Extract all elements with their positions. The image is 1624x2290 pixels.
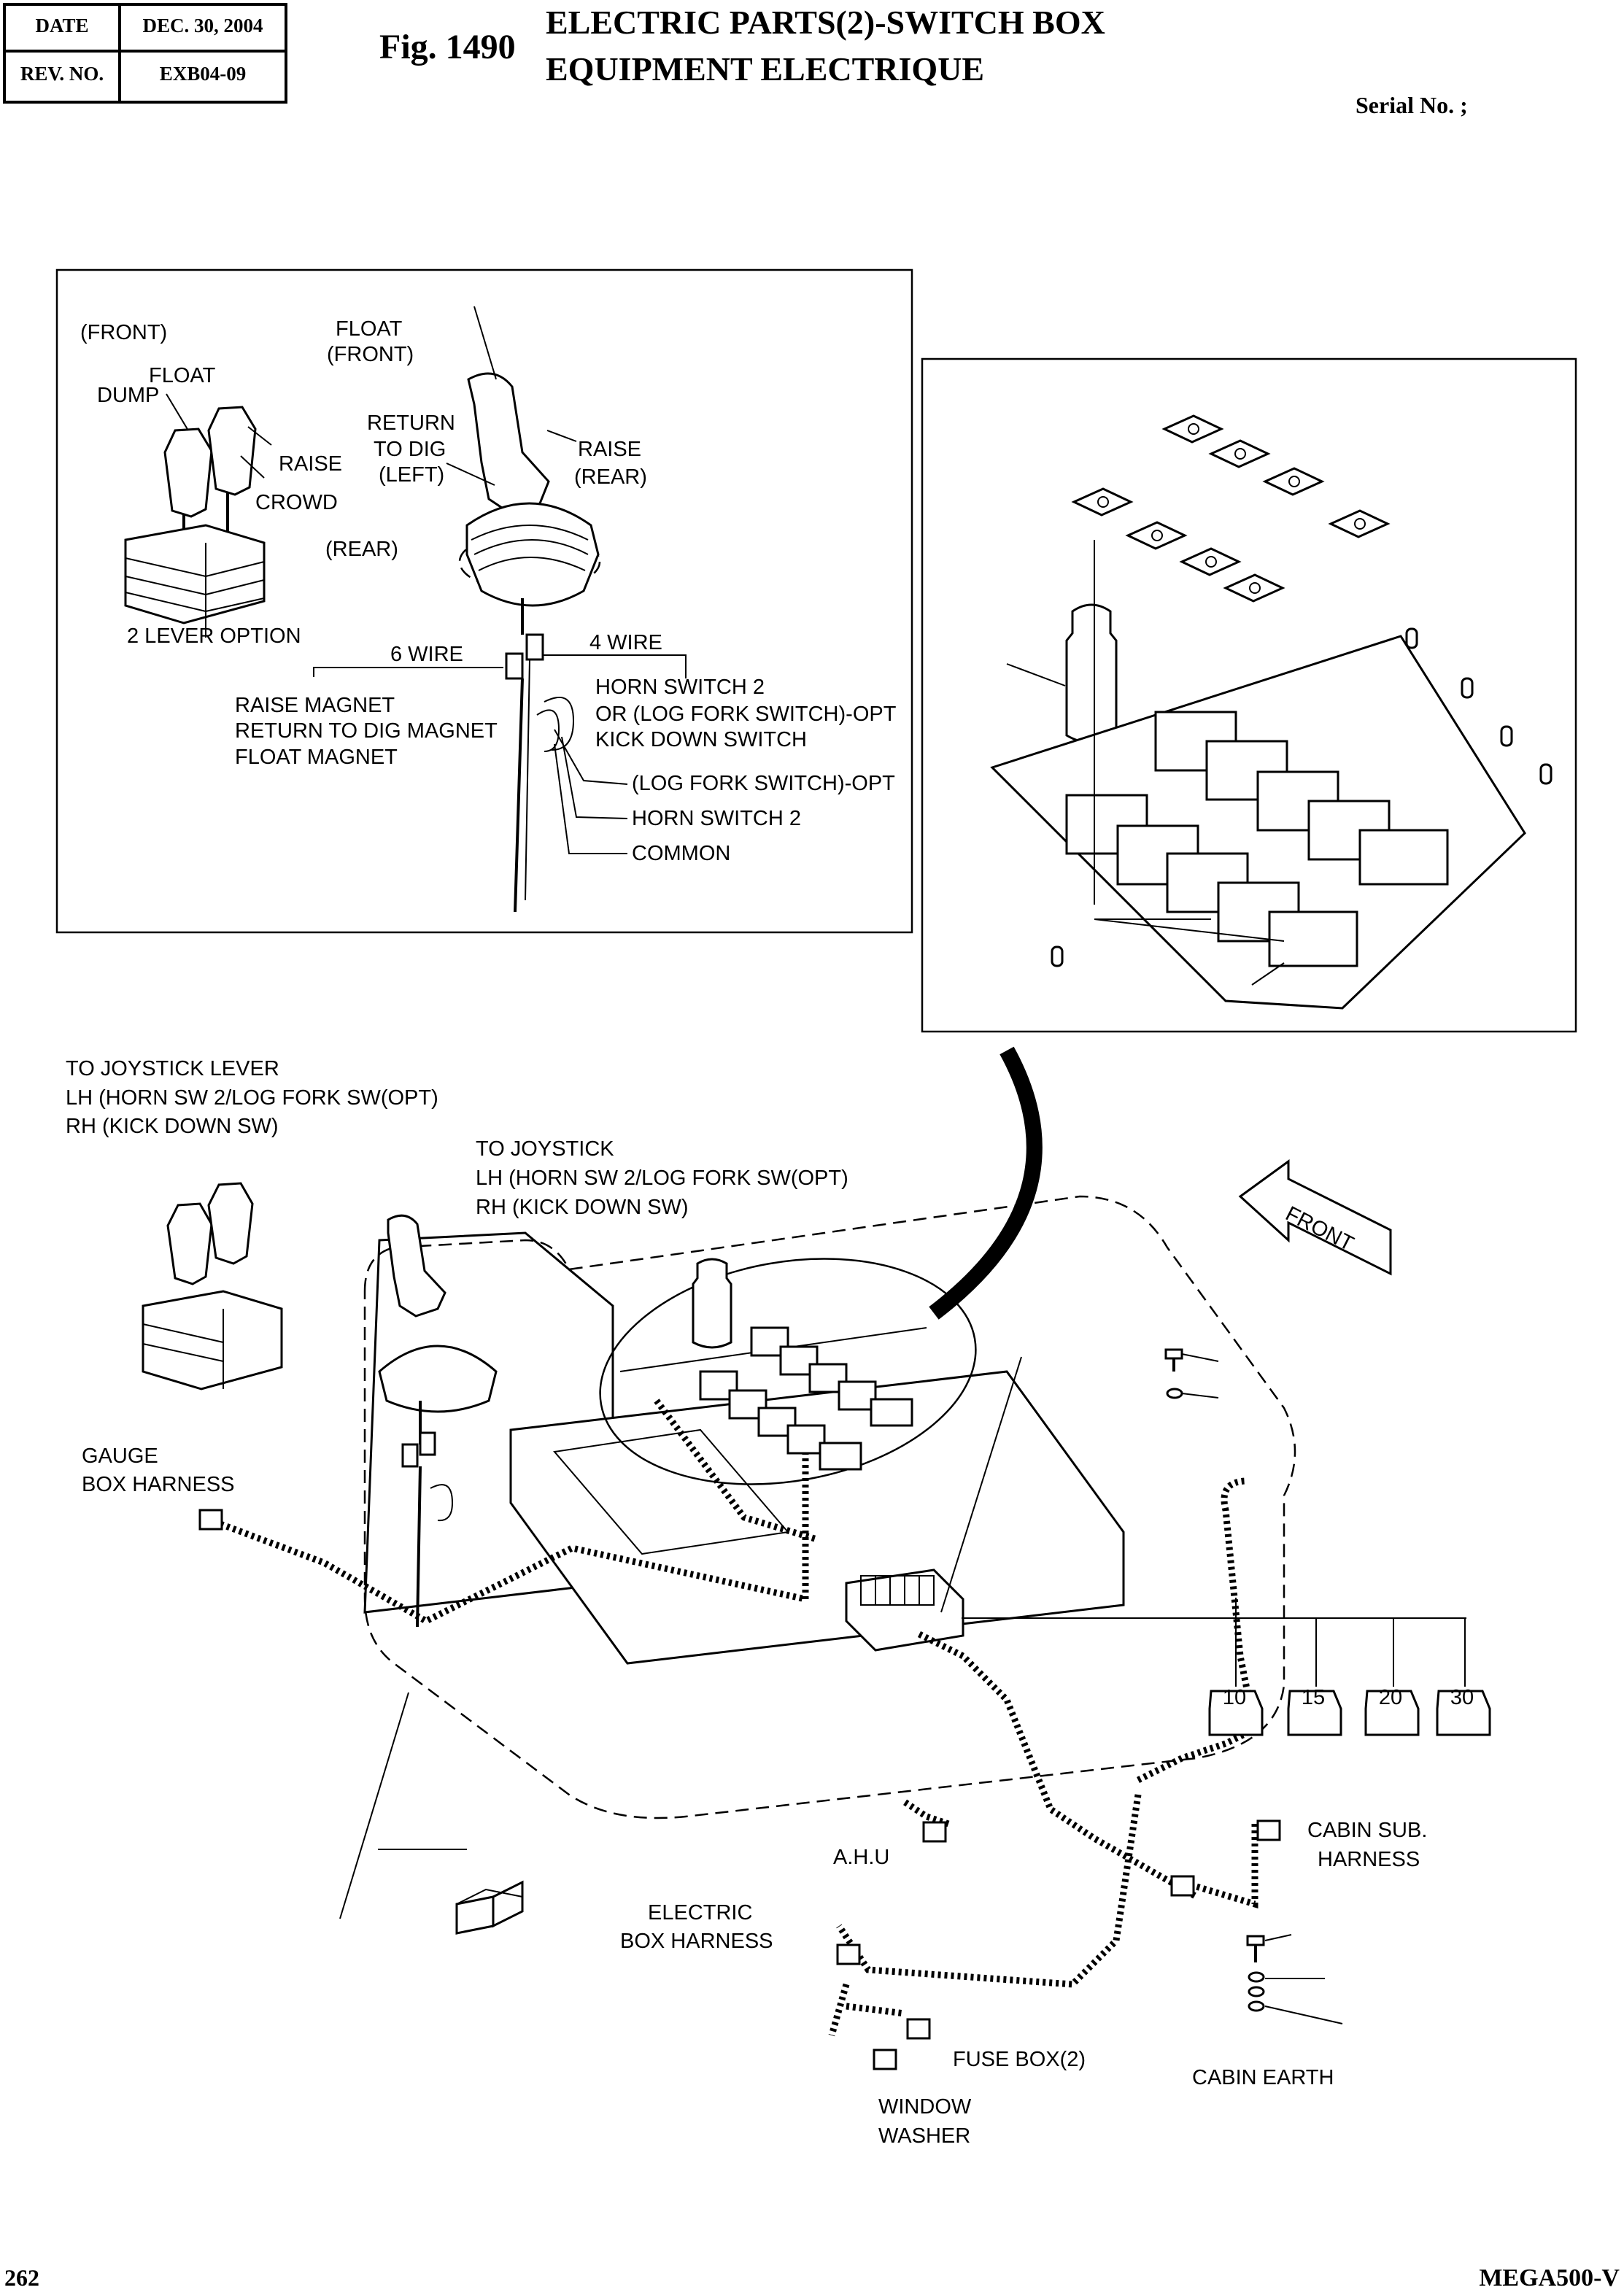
model-name: MEGA500-V [1479,2264,1620,2290]
label-window-washer-1: WINDOW [878,2095,972,2119]
page-number: 262 [4,2264,39,2290]
label-four-wire: 4 WIRE [589,631,662,654]
label-lh-lever: LH (HORN SW 2/LOG FORK SW(OPT) [66,1086,438,1110]
two-lever-drawing [124,393,272,638]
joystick-drawing [446,306,601,913]
switch-symbol-icons [1071,414,1391,603]
label-lh-joy: LH (HORN SW 2/LOG FORK SW(OPT) [476,1167,848,1190]
label-horn-switch-b: HORN SWITCH 2 [632,807,801,830]
label-float-joy: FLOAT [336,317,403,341]
label-dump: DUMP [97,384,159,407]
label-six-wire: 6 WIRE [390,643,463,666]
label-return-line2: TO DIG [374,438,446,461]
label-raise-2lever: RAISE [279,452,342,476]
label-return-line3: (LEFT) [379,463,444,487]
rev-value: EXB04-09 [160,63,247,85]
label-log-fork-b: (LOG FORK SWITCH)-OPT [632,772,895,795]
joystick-detail-panel: (FRONT) FLOAT DUMP RAISE CROWD (REAR) 2 … [55,268,913,934]
rocker-switch-array [1065,711,1449,967]
fuse-15: 15 [1287,1686,1342,1736]
label-cabin-earth: CABIN EARTH [1192,2066,1334,2089]
label-electric-box-1: ELECTRIC [648,1901,752,1925]
label-fuse-box: FUSE BOX(2) [953,2048,1086,2071]
label-front: (FRONT) [80,321,167,344]
rev-label: REV. NO. [20,63,104,85]
fuse-20-label: 20 [1379,1686,1402,1709]
fuse-15-label: 15 [1302,1686,1325,1709]
label-window-washer-2: WASHER [878,2124,970,2148]
label-raise-magnet: RAISE MAGNET [235,694,395,717]
detail-callout-arc [929,1046,1043,1320]
label-front-joy: (FRONT) [327,343,414,366]
indicator-bulbs [1051,627,1553,967]
label-rh-joy: RH (KICK DOWN SW) [476,1196,689,1219]
fuse-bracket [962,1598,1466,1687]
label-rear-joy: (REAR) [574,465,647,489]
serial-number-label: Serial No. ; [1356,92,1468,118]
page-title-line2: EQUIPMENT ELECTRIQUE [546,50,984,88]
fuse-10: 10 [1208,1686,1264,1736]
label-horn-switch-a: HORN SWITCH 2 [595,676,765,699]
switch-panel-detail [921,357,1577,1033]
wiring-harnesses [198,1399,1281,2070]
label-cabin-sub-2: HARNESS [1318,1848,1420,1871]
label-kick-down: KICK DOWN SWITCH [595,728,807,751]
front-direction-arrow: FRONT [1238,1159,1392,1276]
main-two-lever [142,1182,283,1390]
label-return-line1: RETURN [367,411,455,435]
fuse-20: 20 [1364,1686,1420,1736]
fuse-30-label: 30 [1450,1686,1474,1709]
label-common: COMMON [632,842,730,865]
figure-number: Fig. 1490 [379,28,516,66]
fuse-30: 30 [1436,1686,1491,1736]
label-cabin-sub-1: CABIN SUB. [1307,1819,1427,1842]
label-ahu: A.H.U [833,1846,889,1869]
fuse-10-label: 10 [1223,1686,1246,1709]
label-to-joystick: TO JOYSTICK [476,1137,614,1161]
mounting-hardware [1164,1348,1343,2024]
label-gauge-box-1: GAUGE [82,1444,158,1468]
date-value: DEC. 30, 2004 [142,15,263,36]
label-rh-lever: RH (KICK DOWN SW) [66,1115,279,1138]
label-float-magnet: FLOAT MAGNET [235,746,398,769]
label-return-magnet: RETURN TO DIG MAGNET [235,719,498,743]
label-rear: (REAR) [325,538,398,561]
label-crowd: CROWD [255,491,338,514]
header-info-table: DATE DEC. 30, 2004 REV. NO. EXB04-09 [3,3,287,104]
label-two-lever-option: 2 LEVER OPTION [127,624,301,648]
label-float-2lever: FLOAT [149,364,216,387]
label-electric-box-2: BOX HARNESS [620,1930,773,1953]
relay-blocks [455,1880,524,1935]
date-label: DATE [35,15,88,36]
label-log-fork-a: OR (LOG FORK SWITCH)-OPT [595,703,897,726]
label-to-joystick-lever: TO JOYSTICK LEVER [66,1057,279,1080]
page-title-line1: ELECTRIC PARTS(2)-SWITCH BOX [546,4,1105,41]
label-gauge-box-2: BOX HARNESS [82,1473,235,1496]
console-body [363,1195,1296,1819]
label-raise-joy: RAISE [578,438,641,461]
